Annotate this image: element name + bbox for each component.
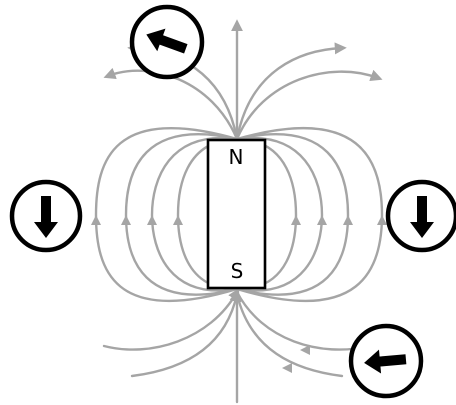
loop-arrow-left-3 (121, 215, 131, 225)
loop-arrow-right-3 (343, 215, 353, 225)
compass-needle-icon (410, 196, 434, 238)
field-line-top-right-1 (235, 42, 347, 141)
loop-arrow-right-2 (317, 215, 327, 225)
field-line-top-left-2 (103, 67, 239, 141)
bar-magnet: N S (206, 138, 267, 290)
field-line-bottom-left-1 (102, 287, 240, 351)
north-pole-label: N (229, 145, 244, 169)
magnet-body (206, 138, 267, 290)
loop-arrow-left-1 (173, 215, 183, 225)
loop-arrow-bottom-right-2 (282, 363, 292, 373)
compass-left (9, 179, 83, 253)
loop-direction-arrows (91, 215, 387, 373)
field-line-top-right-2 (235, 69, 383, 141)
field-line-bottom-right-2 (235, 292, 344, 378)
compass-bottom-right (348, 323, 424, 399)
loop-arrow-bottom-right-1 (300, 345, 310, 355)
compass-needle-icon (34, 196, 58, 238)
loop-arrow-left-4 (91, 215, 101, 225)
compass-needle-icon (146, 28, 188, 54)
field-line-bottom-left-2 (130, 289, 242, 378)
compass-top-left (129, 4, 205, 80)
south-pole-label: S (231, 259, 244, 283)
loop-arrow-right-4 (377, 215, 387, 225)
compass-right (385, 179, 456, 253)
loop-arrow-left-2 (147, 215, 157, 225)
compass-needle-icon (364, 349, 407, 374)
loop-arrow-right-1 (291, 215, 301, 225)
